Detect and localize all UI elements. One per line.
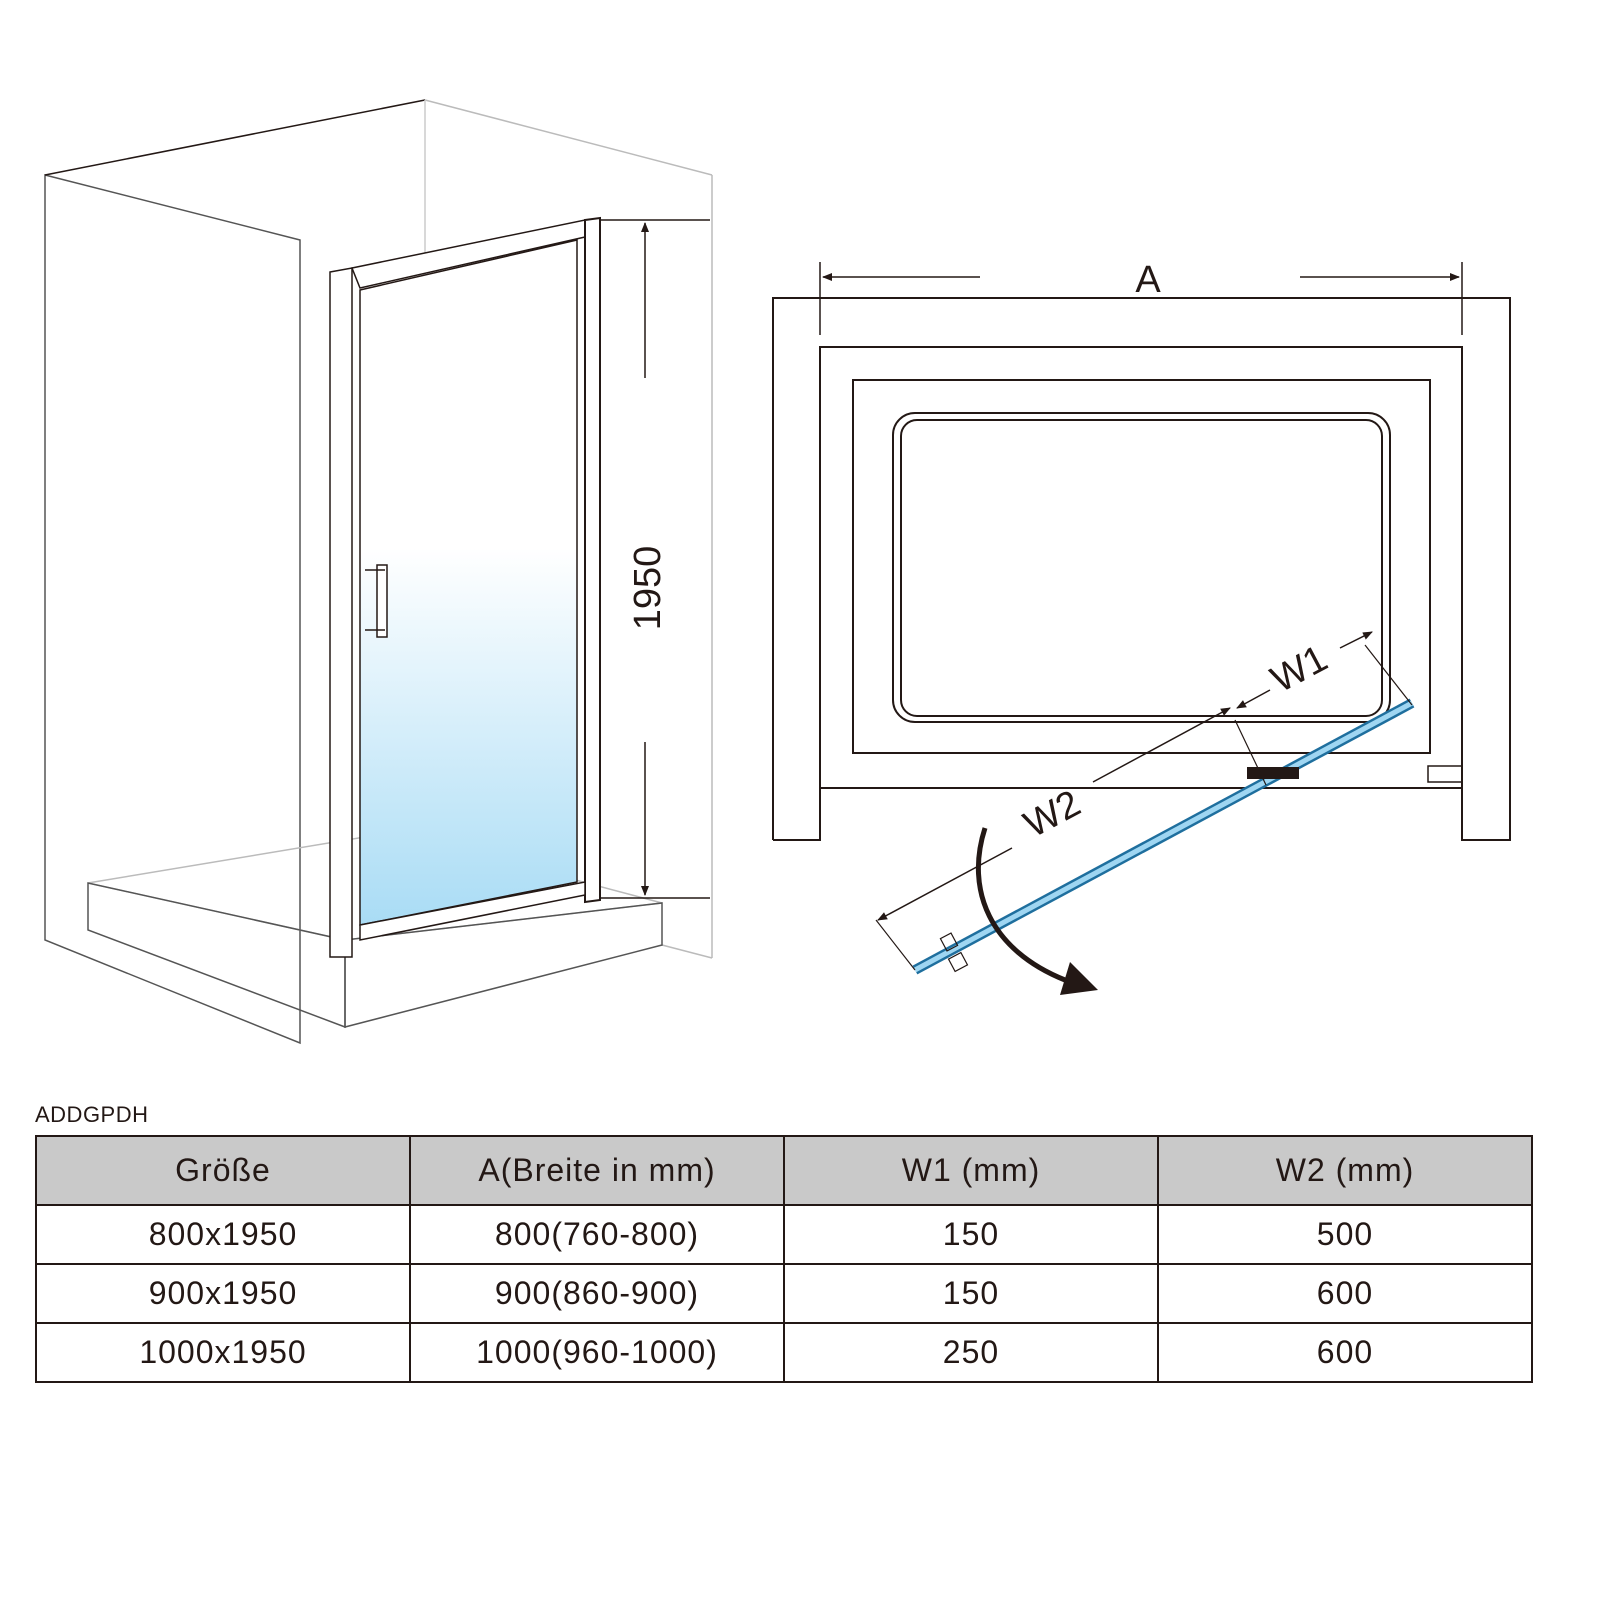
shower-tray xyxy=(87,831,663,1029)
cell-w1: 250 xyxy=(783,1322,1159,1383)
door-frame-left xyxy=(329,267,353,958)
cell-size: 1000x1950 xyxy=(35,1322,411,1383)
door-frame-right xyxy=(584,216,601,904)
wall-outline xyxy=(772,297,1511,841)
cell-width: 1000(960-1000) xyxy=(409,1322,785,1383)
left-wall xyxy=(44,174,301,1045)
w2-dimension xyxy=(1092,707,1231,783)
table-row: 1000x1950 1000(960-1000) 250 600 xyxy=(35,1322,1533,1383)
height-label: 1950 xyxy=(627,546,669,631)
table-header-row: Größe A(Breite in mm) W1 (mm) W2 (mm) xyxy=(35,1135,1533,1206)
cell-width: 900(860-900) xyxy=(409,1263,785,1324)
model-code: ADDGPDH xyxy=(35,1102,149,1127)
cell-size: 900x1950 xyxy=(35,1263,411,1324)
perspective-view xyxy=(44,99,713,1045)
table-row: 900x1950 900(860-900) 150 600 xyxy=(35,1263,1533,1324)
shower-door-drawings: 1950 A W1 W2 xyxy=(44,99,1511,1045)
header-w1: W1 (mm) xyxy=(783,1135,1159,1206)
door-frame-bottom xyxy=(359,881,586,941)
w1-label: W1 xyxy=(1264,637,1334,701)
w2-label: W2 xyxy=(1017,782,1087,846)
cell-w2: 600 xyxy=(1157,1322,1533,1383)
tray-outline xyxy=(852,379,1431,754)
w1-dimension xyxy=(1339,631,1373,649)
width-label: A xyxy=(1135,259,1161,301)
header-w2: W2 (mm) xyxy=(1157,1135,1533,1206)
table-row: 800x1950 800(760-800) 150 500 xyxy=(35,1204,1533,1265)
swing-direction-arrow xyxy=(975,827,1066,983)
door-glass xyxy=(359,239,578,926)
pivot-hinge xyxy=(1247,767,1299,779)
cell-width: 800(760-800) xyxy=(409,1204,785,1265)
door-handle xyxy=(376,564,388,638)
glass-panel xyxy=(913,700,1414,973)
cell-w1: 150 xyxy=(783,1204,1159,1265)
cell-size: 800x1950 xyxy=(35,1204,411,1265)
plan-view xyxy=(772,262,1511,995)
header-size: Größe xyxy=(35,1135,411,1206)
header-width: A(Breite in mm) xyxy=(409,1135,785,1206)
size-table: Größe A(Breite in mm) W1 (mm) W2 (mm) 80… xyxy=(35,1135,1533,1383)
cell-w1: 150 xyxy=(783,1263,1159,1324)
cell-w2: 600 xyxy=(1157,1263,1533,1324)
cell-w2: 500 xyxy=(1157,1204,1533,1265)
